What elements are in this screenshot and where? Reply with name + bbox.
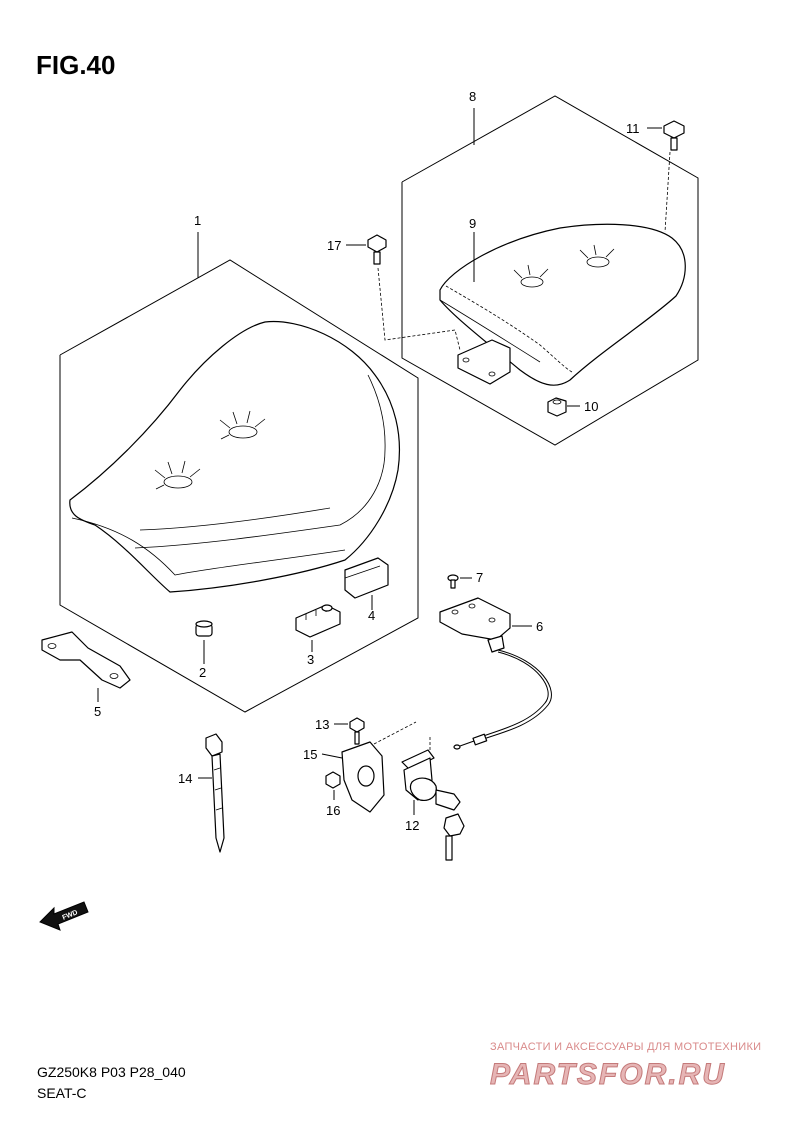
callout-9: 9 [469,216,476,231]
seat-dimple [513,264,549,288]
cable-part-6 [439,597,552,750]
bracket-part-5 [41,631,131,702]
cushion-part-3 [295,604,341,652]
watermark-brand: PARTSFOR.RU [490,1058,726,1091]
seat-dimple [154,460,201,490]
callout-11: 11 [626,121,640,136]
leader-lines [198,127,662,815]
seat-dimple [219,410,266,440]
callout-2: 2 [199,665,206,680]
callout-4: 4 [368,608,375,623]
callout-12: 12 [405,818,419,833]
pillion-seat [439,223,686,386]
seat-dimple [579,244,615,268]
nut-part-16 [325,771,341,789]
cable-tie-part-14 [205,733,225,853]
grommet-part-2 [195,620,213,664]
callout-8: 8 [469,89,476,104]
callout-3: 3 [307,652,314,667]
callout-10: 10 [584,399,598,414]
callout-14: 14 [178,771,192,786]
pillion-assembly-frame [401,95,699,446]
callout-5: 5 [94,704,101,719]
screw-part-7 [447,574,459,589]
callout-1: 1 [194,213,201,228]
forward-arrow-icon: FWD [39,901,89,931]
callout-7: 7 [476,570,483,585]
bolt-part-13 [349,717,365,745]
main-seat [69,320,401,599]
callout-6: 6 [536,619,543,634]
diagram-name: SEAT-C [37,1085,87,1101]
seat-assembly-frame [59,232,419,713]
diagram-code: GZ250K8 P03 P28_040 [37,1064,186,1080]
bolt-part-17 [367,234,461,351]
bolt-part-11 [663,120,685,233]
bracket-part-15 [341,721,417,813]
figure-title: FIG.40 [36,50,115,80]
callout-13: 13 [315,717,329,732]
callout-16: 16 [326,803,340,818]
lock-part-12 [401,735,465,861]
nut-part-10 [547,397,567,417]
callout-14-alt: 15 [303,747,317,762]
callout-17: 17 [327,238,341,253]
watermark-tagline: ЗАПЧАСТИ И АКСЕССУАРЫ ДЛЯ МОТОТЕХНИКИ [490,1041,761,1053]
